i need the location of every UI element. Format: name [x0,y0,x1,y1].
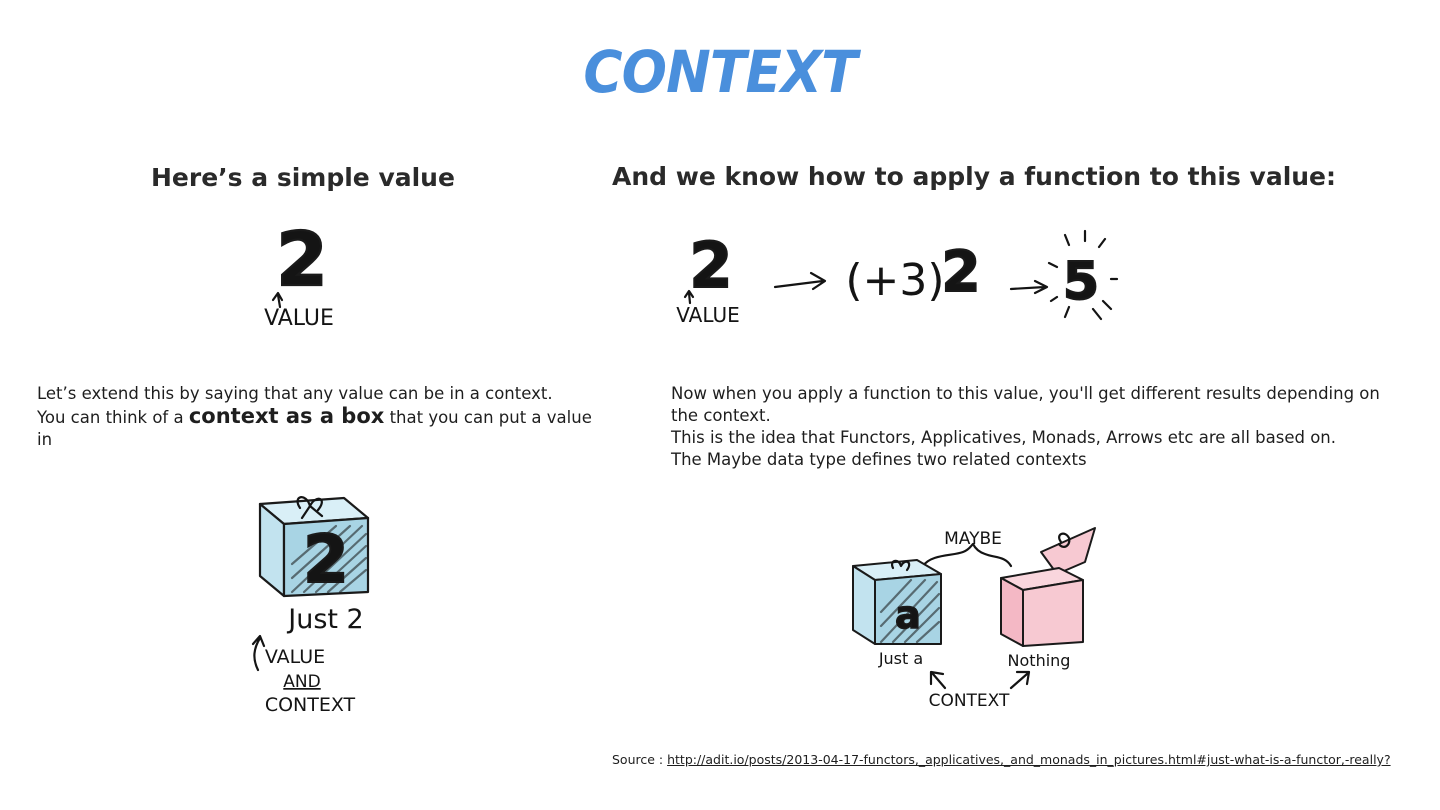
input-value-label: VALUE [676,303,740,327]
input-digit: 2 [689,229,732,302]
sparkle-rays [1047,229,1119,321]
just-box-digit: a [895,593,921,637]
nothing-box-front [1000,577,1024,647]
maybe-contexts-illustration: MAYBE a Just a Nothing CONTEXT [852,527,1096,711]
maybe-brace [921,542,1013,568]
context-arrow-right [1009,670,1031,690]
nothing-box-flap [1040,527,1096,575]
result-arrow [1009,279,1049,295]
left-heading: Here’s a simple value [151,163,455,192]
box-digit: 2 [303,521,349,598]
nothing-caption: Nothing [1008,651,1071,670]
context-arrow-left [929,670,947,690]
function-label: (+3) [845,255,944,306]
just-a-caption: Just a [878,649,923,668]
box-side-face [282,516,370,598]
just-2-caption: Just 2 [286,604,364,635]
nothing-box-side [1022,579,1084,647]
function-application-illustration: 2 VALUE (+3) 2 5 [676,228,1119,327]
box-label-and: AND [283,672,320,692]
applied-digit: 2 [942,240,981,305]
left-paragraph-line2-end: that you can put a value in [37,408,592,449]
value-label: VALUE [264,306,334,331]
source-link[interactable]: http://adit.io/posts/2013-04-17-functors… [667,752,1391,767]
left-paragraph-line2-start: You can think of a [37,408,189,427]
input-value-arrow [683,289,695,305]
value-digit: 2 [276,217,328,303]
right-paragraph-line1: Now when you apply a function to this va… [671,384,1380,425]
box-label-context: CONTEXT [265,694,356,716]
result-digit: 5 [1063,252,1099,312]
right-paragraph-line2: This is the idea that Functors, Applicat… [671,428,1337,447]
value-arrow [271,291,284,309]
slide-title: CONTEXT [583,38,857,106]
box-ribbon-bow [296,496,324,520]
just-box-bow [891,559,911,572]
source-citation: Source : http://adit.io/posts/2013-04-17… [612,752,1391,767]
just-box-side [874,573,942,645]
right-heading: And we know how to apply a function to t… [612,162,1337,191]
source-prefix: Source : [612,752,668,767]
maybe-label: MAYBE [944,529,1002,549]
box-label-value: VALUE [265,646,325,668]
left-paragraph: Let’s extend this by saying that any val… [37,383,597,451]
box-hatching [290,524,368,594]
apply-arrow [773,271,827,291]
right-paragraph-line3: The Maybe data type defines two related … [671,450,1087,469]
context-label: CONTEXT [929,691,1010,711]
left-paragraph-line1: Let’s extend this by saying that any val… [37,384,553,403]
context-as-a-box-emphasis: context as a box [188,404,385,428]
value-and-context-arrow [251,634,266,672]
just-2-box-illustration: 2 Just 2 VALUE AND CONTEXT [251,496,370,716]
nothing-box-ribbon [1057,532,1071,548]
simple-value-illustration: 2 VALUE [264,216,334,331]
just-box-front [852,565,876,645]
just-box-hatching [879,578,941,644]
right-paragraph: Now when you apply a function to this va… [671,383,1411,471]
